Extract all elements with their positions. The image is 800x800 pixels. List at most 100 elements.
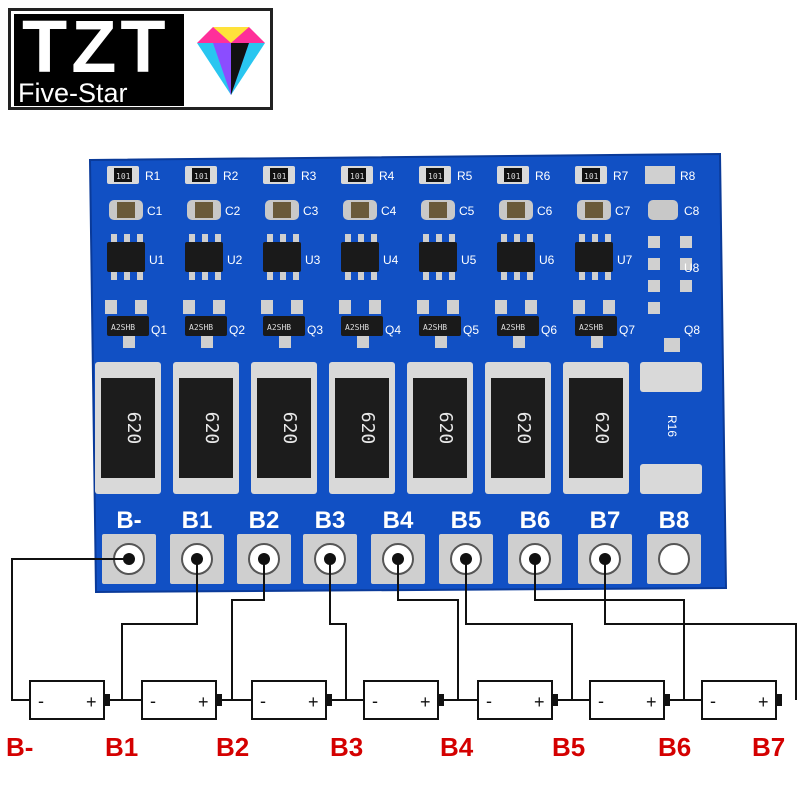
top-resistor-marking: 101 [428, 172, 443, 181]
ic-pin [605, 234, 611, 242]
ic-pin [111, 234, 117, 242]
battery-cell [141, 680, 217, 720]
small-resistor [183, 300, 195, 314]
resistor-code: 620 [201, 412, 222, 445]
small-resistor [417, 300, 429, 314]
wire-b1 [121, 559, 198, 700]
shunt-resistor-body [101, 378, 155, 478]
ic-pin [423, 272, 429, 280]
cell-minus: - [486, 691, 492, 711]
silk-ref: C5 [459, 204, 475, 218]
small-resistor [135, 300, 147, 314]
ic-pin [527, 234, 533, 242]
ic-chip [341, 242, 379, 272]
ic-pin [592, 234, 598, 242]
cell-plus: + [86, 692, 97, 712]
logo-subtitle: Five-Star [18, 78, 128, 108]
small-pad [648, 280, 660, 292]
fet-pin [591, 336, 603, 348]
ic-pin [202, 234, 208, 242]
battery-terminal [326, 694, 332, 706]
cell-wiring [11, 558, 797, 701]
capacitor-body [117, 202, 135, 218]
small-resistor [447, 300, 459, 314]
ic-pin [267, 234, 273, 242]
wire-b5 [465, 559, 573, 700]
ic-pin [423, 234, 429, 242]
capacitor-body [195, 202, 213, 218]
top-resistor-marking: 101 [272, 172, 287, 181]
ic-pin [293, 272, 299, 280]
ic-pin [358, 234, 364, 242]
top-resistor-body [192, 168, 210, 182]
silk-ref: C6 [537, 204, 553, 218]
ic-pin [202, 272, 208, 280]
cell-minus: - [260, 691, 266, 711]
top-resistor-marking: 101 [350, 172, 365, 181]
silk-ref: C8 [684, 204, 700, 218]
wire-b6 [534, 559, 685, 700]
shunt-resistor-body [335, 378, 389, 478]
ic-pin [215, 272, 221, 280]
silk-ref: U5 [461, 253, 477, 267]
small-resistor [369, 300, 381, 314]
capacitor-body [507, 202, 525, 218]
ic-pin [514, 272, 520, 280]
silk-ref: Q2 [229, 323, 245, 337]
fet-chip [497, 316, 539, 336]
battery-terminal [776, 694, 782, 706]
silk-ref: R3 [301, 169, 317, 183]
ic-pin [371, 272, 377, 280]
small-resistor [105, 300, 117, 314]
silk-ref: R1 [145, 169, 161, 183]
ic-chip [497, 242, 535, 272]
silk-ref: U7 [617, 253, 633, 267]
shunt-resistor-body [413, 378, 467, 478]
fet-pin [279, 336, 291, 348]
battery-cells: -+-+-+-+-+-+-+ [29, 680, 782, 720]
pin-label: B5 [451, 507, 482, 534]
ic-pin [293, 234, 299, 242]
bottom-label: B7 [752, 732, 785, 762]
shunt-resistor-body [491, 378, 545, 478]
wire-b7 [604, 559, 797, 700]
pin-label: B2 [249, 507, 280, 534]
silk-ref: Q4 [385, 323, 401, 337]
cell-minus: - [38, 691, 44, 711]
ic-pin [124, 272, 130, 280]
ic-pin [189, 272, 195, 280]
silk-ref: C4 [381, 204, 397, 218]
small-resistor [495, 300, 507, 314]
r16-label: R16 [665, 415, 679, 437]
top-resistor-marking: 101 [584, 172, 599, 181]
resistor-code: 620 [513, 412, 534, 445]
fet-chip [107, 316, 149, 336]
pin-label: B7 [590, 507, 621, 534]
bottom-label: B2 [216, 732, 249, 762]
battery-cell [251, 680, 327, 720]
r16-pad-top [640, 362, 702, 392]
battery-terminal [438, 694, 444, 706]
resistor-code: 620 [123, 412, 144, 445]
ic-pin [280, 234, 286, 242]
silk-ref: Q1 [151, 323, 167, 337]
cell-plus: + [308, 692, 319, 712]
wire-b-minus [11, 558, 129, 701]
fet-chip [575, 316, 617, 336]
silk-ref: C3 [303, 204, 319, 218]
ic-pin [605, 272, 611, 280]
ic-pin [514, 234, 520, 242]
ic-pin [358, 272, 364, 280]
silk-ref: C1 [147, 204, 163, 218]
cell-plus: + [758, 692, 769, 712]
top-resistor-body [504, 168, 522, 182]
battery-terminal [552, 694, 558, 706]
ic-chip [575, 242, 613, 272]
small-resistor [291, 300, 303, 314]
ic-pin [501, 234, 507, 242]
silk-ref: U6 [539, 253, 555, 267]
silk-ref: R5 [457, 169, 473, 183]
silk-ref: U4 [383, 253, 399, 267]
